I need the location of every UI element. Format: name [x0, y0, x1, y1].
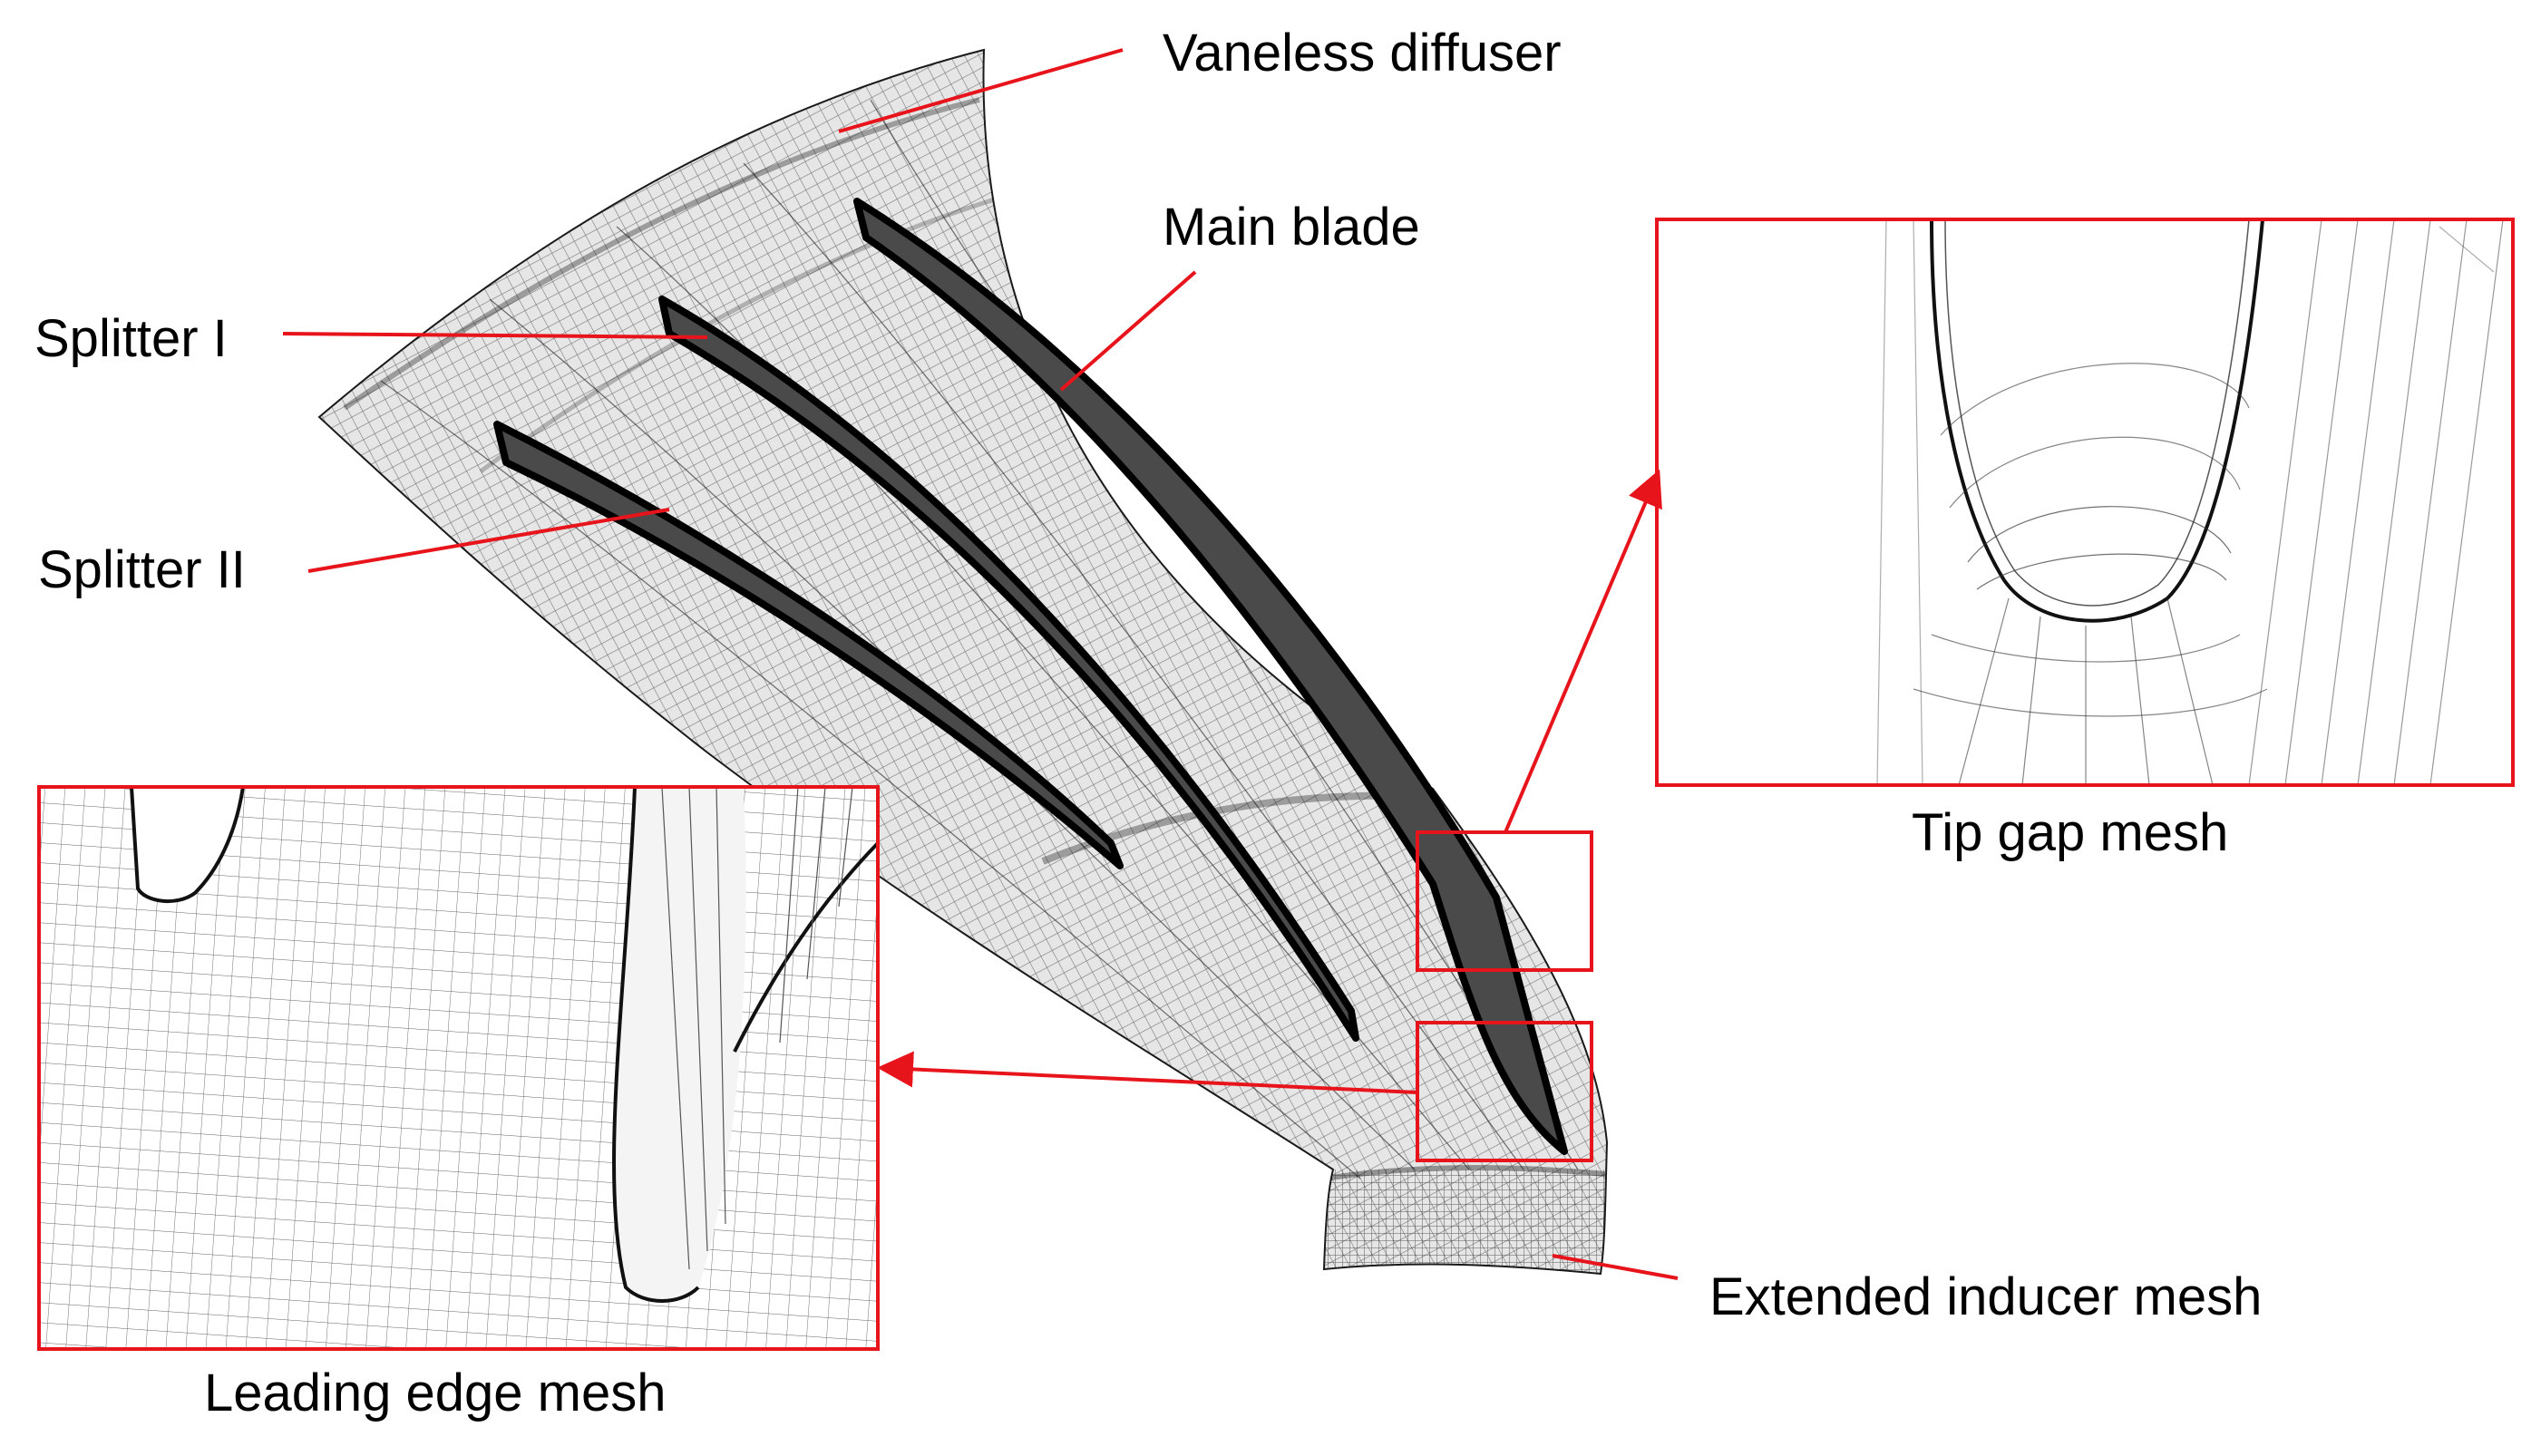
tip-gap-inset	[1655, 218, 2515, 787]
main-blade-leader	[1059, 270, 1197, 392]
splitter-one-blade	[658, 296, 1359, 1042]
leading-edge-inset	[37, 785, 880, 1351]
vaneless-diffuser-leader	[838, 48, 1124, 133]
main-blade	[853, 198, 1568, 1155]
splitter-one-label: Splitter I	[34, 309, 228, 368]
extended-inducer-mesh-label: Extended inducer mesh	[1709, 1267, 2263, 1326]
splitter-one-leader	[282, 332, 708, 339]
tip-gap-arrow	[1504, 469, 1662, 833]
extended-inducer-leader	[1552, 1254, 1679, 1280]
leading-edge-arrow	[877, 1051, 1418, 1094]
tip-gap-mesh-label: Tip gap mesh	[1912, 803, 2229, 862]
leading-edge-mesh-label: Leading edge mesh	[204, 1364, 667, 1422]
annotation-leaders	[282, 48, 1679, 1280]
splitter-two-leader	[307, 508, 670, 573]
main-blade-label: Main blade	[1163, 198, 1420, 257]
splitter-two-label: Splitter II	[38, 540, 246, 599]
tip-gap-zoom-box	[1416, 830, 1593, 972]
vaneless-diffuser-label: Vaneless diffuser	[1163, 24, 1562, 83]
splitter-two-blade	[493, 421, 1124, 869]
